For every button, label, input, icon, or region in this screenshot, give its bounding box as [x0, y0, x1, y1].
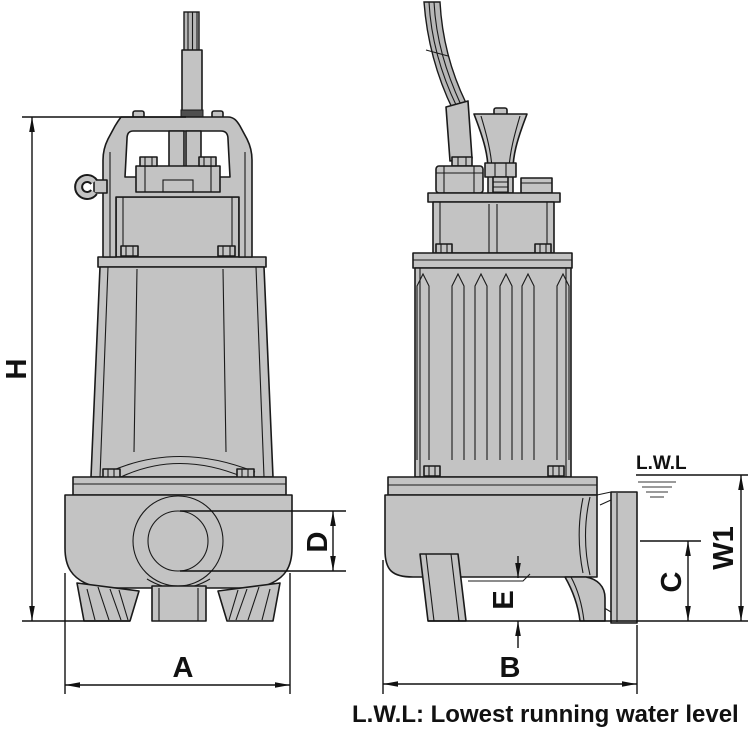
dim-label-B: B	[500, 652, 521, 684]
dim-label-W1: W1	[708, 526, 740, 570]
front-cable	[180, 11, 204, 119]
front-motor-plate	[97, 256, 267, 268]
front-junction-box	[135, 156, 221, 193]
side-volute	[384, 494, 598, 578]
dimension-C: C	[640, 540, 701, 621]
dimension-H: H	[1, 116, 186, 622]
side-discharge-flange	[596, 491, 638, 624]
front-hook	[74, 174, 108, 200]
front-upper-block	[115, 196, 240, 258]
water-level-label: L.W.L	[636, 453, 687, 474]
dimension-B: B	[382, 560, 638, 694]
dim-label-D: D	[302, 532, 334, 553]
dimension-W1: W1	[708, 475, 744, 621]
suction-lip	[468, 573, 531, 582]
dimension-E: E	[488, 556, 521, 648]
dim-label-A: A	[173, 652, 194, 684]
dim-label-C: C	[656, 571, 688, 592]
water-level-marker: L.W.L	[636, 453, 748, 498]
front-feet	[76, 582, 281, 622]
dimension-D: D	[180, 510, 346, 572]
side-motor-body	[414, 267, 572, 478]
pump-side-view	[384, 1, 748, 624]
front-motor-body	[90, 266, 274, 478]
pump-front-view	[64, 11, 293, 622]
discharge-boss-inner	[147, 510, 209, 572]
dim-label-E: E	[488, 590, 520, 609]
caption: L.W.L: Lowest running water level	[352, 701, 739, 728]
dim-label-H: H	[1, 359, 33, 380]
dimension-A: A	[64, 573, 291, 694]
side-cable	[423, 1, 484, 194]
side-flange-band	[387, 476, 598, 496]
front-volute	[64, 494, 293, 589]
side-terminal-box	[520, 177, 553, 194]
side-upper-block	[412, 192, 573, 269]
